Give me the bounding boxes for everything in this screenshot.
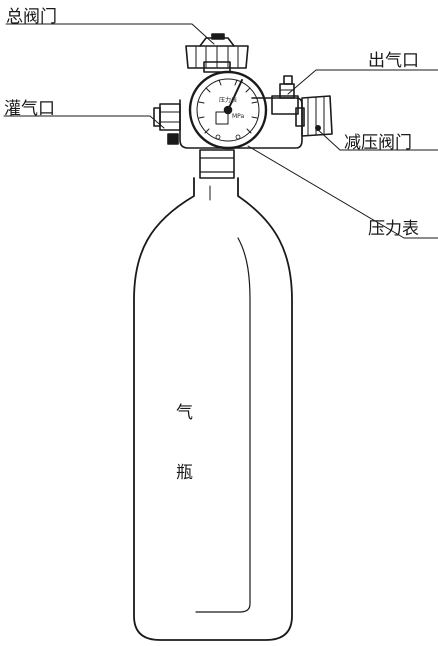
- cylinder-body: [133, 177, 293, 641]
- label-fill-port: 灌气口: [4, 99, 55, 119]
- gauge-ticks: [198, 79, 258, 134]
- fill-port-nut: [159, 103, 181, 131]
- main-valve-knob: [185, 45, 249, 69]
- prv-stem: [295, 107, 305, 127]
- leader-main-valve: [5, 23, 215, 45]
- outlet-tip: [283, 75, 293, 85]
- gauge-logo: [215, 111, 229, 125]
- bottle-label-char-2: 瓶: [176, 463, 193, 483]
- fill-port-tip: [153, 107, 161, 127]
- leader-pressure-gauge: [247, 145, 438, 239]
- pressure-reducing-valve-knob: [301, 95, 333, 137]
- gauge-screw: [235, 134, 241, 140]
- pressure-gauge-needle: [227, 79, 243, 111]
- bottle-label-char-1: 气: [176, 403, 193, 423]
- pressure-gauge-bezel: [188, 70, 268, 150]
- outlet-body: [271, 95, 299, 115]
- pressure-gauge-dial: [196, 78, 260, 142]
- main-valve-cap-top: [211, 33, 225, 40]
- fill-port-bolt: [167, 133, 179, 145]
- label-pressure-gauge: 压力表: [368, 219, 419, 239]
- gauge-name: 压力表: [219, 97, 238, 104]
- gauge-unit: MPa: [232, 113, 245, 120]
- label-main-valve: 总阀门: [6, 7, 57, 27]
- valve-block: [179, 97, 303, 149]
- leader-outlet: [287, 69, 438, 95]
- cylinder-highlight: [195, 237, 251, 613]
- gauge-screw: [215, 134, 221, 140]
- cylinder-neck: [199, 149, 235, 179]
- label-pressure-reducing-valve: 减压阀门: [344, 133, 412, 153]
- label-outlet: 出气口: [368, 51, 419, 71]
- prv-dot: [314, 125, 321, 132]
